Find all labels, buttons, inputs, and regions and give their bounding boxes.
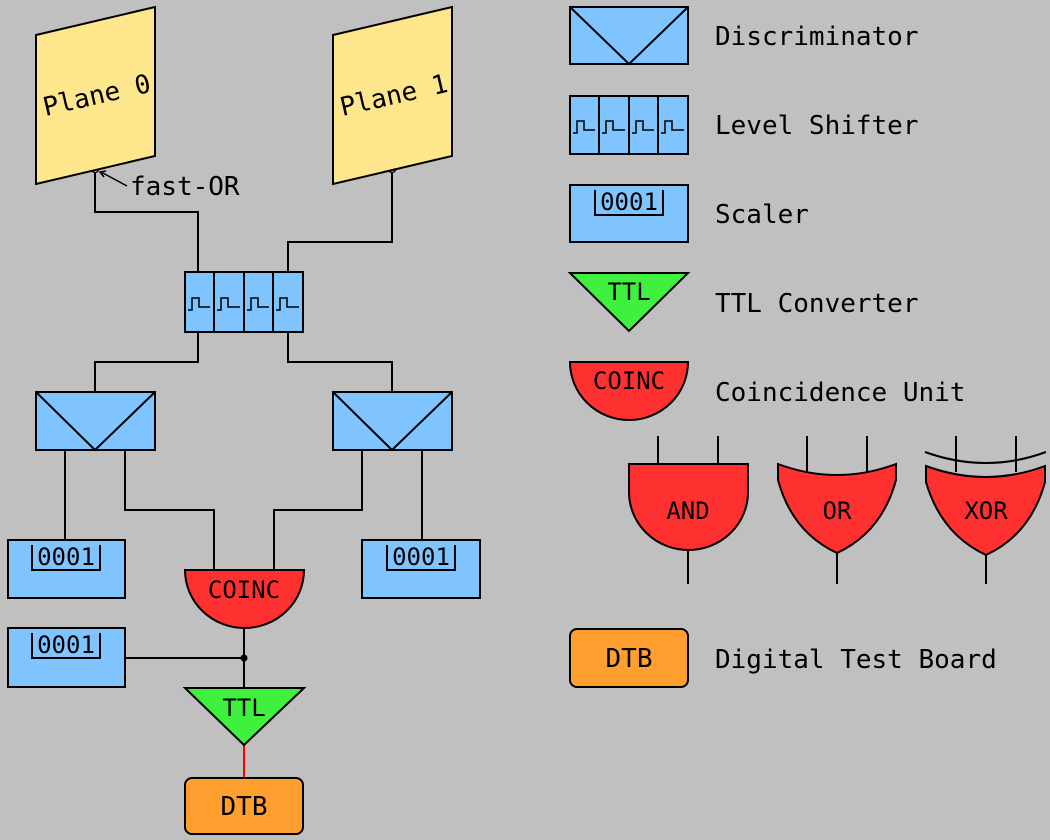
scaler-body	[7, 539, 126, 599]
legend-scaler: 0001 Scaler	[569, 184, 809, 243]
plane-1-shape	[332, 5, 453, 186]
fast-or-arrowhead	[98, 170, 107, 178]
xor-extra-arc	[924, 451, 1047, 464]
pulse-glyph	[661, 120, 684, 134]
fast-or-arrow-line	[100, 171, 128, 187]
wire-plane1-to-shifter	[287, 170, 393, 272]
legend-coinc-label: Coincidence Unit	[715, 378, 965, 408]
legend-level-shifter-label: Level Shifter	[715, 111, 919, 141]
or-gate: OR	[777, 436, 897, 584]
and-gate-body	[628, 463, 749, 551]
pulse-glyph	[632, 120, 654, 134]
pulse-glyph	[217, 297, 240, 311]
legend-dtb: DTB Digital Test Board	[569, 628, 997, 688]
discriminator-body	[332, 391, 453, 451]
or-gate-label: OR	[823, 497, 852, 525]
dtb-board: DTB	[184, 777, 304, 835]
legend-discriminator-label: Discriminator	[715, 22, 919, 52]
legend-dtb-label: Digital Test Board	[715, 645, 997, 675]
wire-plane0-to-shifter	[94, 170, 199, 272]
wire-shifter-to-disc-left	[94, 332, 199, 392]
pulse-glyph	[188, 297, 210, 311]
xor-gate-body	[925, 464, 1046, 557]
pulse-glyph	[276, 297, 299, 311]
and-gate: AND	[628, 436, 749, 584]
legend-ttl: TTL TTL Converter	[567, 272, 919, 333]
discriminator-mark	[35, 391, 156, 452]
wire-shifter-to-disc-right	[287, 332, 393, 392]
scaler-value: 0001	[37, 631, 95, 659]
legend-ttl-label: TTL Converter	[715, 289, 919, 319]
scaler-value: 0001	[392, 543, 450, 571]
fast-or-annotation: fast-OR	[98, 170, 240, 202]
discriminator-left	[35, 391, 156, 452]
xor-gate-label: XOR	[964, 497, 1008, 525]
plane-0: Plane 0	[35, 5, 156, 186]
xor-gate: XOR	[924, 436, 1047, 584]
scaler-display	[594, 190, 664, 216]
ttl-icon	[567, 272, 691, 333]
scaler-icon	[569, 184, 689, 243]
junction-dot	[240, 654, 248, 662]
legend-discriminator: Discriminator	[569, 6, 919, 66]
legend-level-shifter: Level Shifter	[569, 95, 919, 155]
dtb-label: DTB	[221, 792, 268, 822]
scaler-right: 0001	[361, 539, 481, 599]
scaler-display	[31, 633, 101, 659]
scaler-value: 0001	[600, 188, 658, 216]
scaler-bottom: 0001	[7, 627, 126, 688]
discriminator-icon	[569, 6, 689, 65]
legend: Discriminator Level Shifter 0001 Scaler …	[567, 6, 1047, 688]
coinc-icon-label: COINC	[593, 367, 665, 395]
dtb-body	[184, 777, 304, 835]
discriminator-right	[332, 391, 453, 452]
dtb-icon	[569, 628, 689, 688]
scaler-display	[386, 545, 456, 571]
discriminator-mark	[332, 391, 453, 452]
ttl-icon-label: TTL	[607, 278, 650, 306]
wire-disc-left-to-coinc	[124, 450, 215, 570]
level-shifter	[184, 271, 304, 333]
scaler-left: 0001	[7, 539, 126, 599]
legend-coinc: COINC Coincidence Unit	[568, 361, 965, 421]
discriminator-body	[35, 391, 156, 451]
dtb-icon-label: DTB	[606, 644, 653, 674]
ttl-converter: TTL	[182, 687, 307, 747]
ttl-label: TTL	[222, 694, 265, 722]
pulse-glyph	[573, 120, 595, 134]
legend-scaler-label: Scaler	[715, 200, 809, 230]
pulse-glyph	[602, 120, 625, 134]
coincidence-unit: COINC	[183, 569, 306, 629]
coinc-label: COINC	[208, 576, 280, 604]
coinc-body	[183, 569, 306, 629]
scaler-value: 0001	[37, 543, 95, 571]
plane-0-shape	[35, 5, 156, 186]
and-gate-label: AND	[666, 497, 709, 525]
discriminator-icon-mark	[569, 6, 689, 66]
coinc-icon	[568, 361, 690, 421]
plane-1: Plane 1	[332, 5, 453, 186]
fast-or-label: fast-OR	[130, 172, 240, 202]
wires	[64, 170, 423, 778]
pulse-glyph	[247, 297, 269, 311]
or-gate-body	[777, 462, 897, 555]
wire-disc-right-to-coinc	[273, 450, 363, 570]
scaler-display	[31, 545, 101, 571]
ttl-body	[182, 687, 307, 747]
